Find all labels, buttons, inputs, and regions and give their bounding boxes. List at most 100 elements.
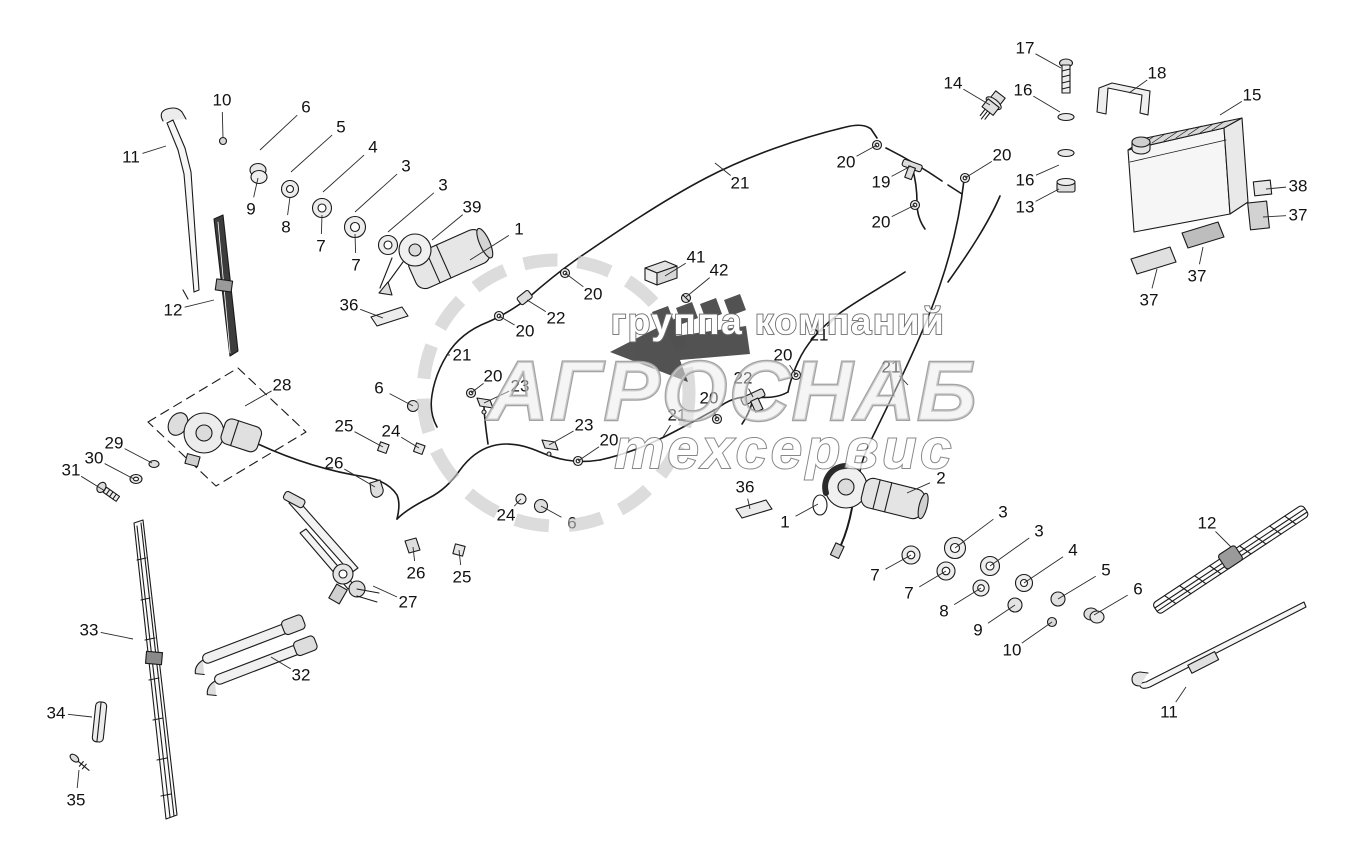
leader-line [1035, 164, 1060, 176]
leader-line [1093, 594, 1128, 616]
leader-line [483, 390, 510, 404]
callout-31: 31 [62, 461, 81, 480]
callout-14: 14 [944, 74, 963, 93]
washer-pump-icon [147, 367, 307, 487]
callout-20: 20 [837, 153, 856, 172]
callout-22: 22 [734, 369, 753, 388]
callout-37: 37 [1188, 267, 1207, 286]
leader-line [498, 315, 515, 326]
callout-26: 26 [325, 454, 344, 473]
leader-line [1023, 556, 1064, 584]
leader-line [290, 134, 333, 173]
callout-20: 20 [700, 389, 719, 408]
leader-line [1175, 686, 1187, 703]
callout-7: 7 [870, 566, 879, 585]
leader-line [906, 482, 931, 494]
leader-line [513, 498, 522, 507]
callout-21: 21 [810, 326, 829, 345]
callout-16: 16 [1016, 171, 1035, 190]
mounting-screws-icon [96, 459, 160, 502]
callout-5: 5 [336, 118, 345, 137]
leader-line [389, 393, 414, 407]
callout-12: 12 [1198, 514, 1217, 533]
leader-line [244, 390, 272, 407]
leader-line [898, 375, 909, 386]
leader-line [1035, 188, 1060, 202]
watermark: группа компаний АГРОСНАБ техсервис [416, 253, 978, 533]
callout-17: 17 [1016, 39, 1035, 58]
leader-line [564, 272, 584, 288]
callout-23: 23 [575, 416, 594, 435]
wiper-blade-left-icon [213, 214, 239, 357]
callout-20: 20 [584, 285, 603, 304]
leader-line [747, 498, 751, 510]
callout-22: 22 [547, 309, 566, 328]
callout-9: 9 [246, 200, 255, 219]
callout-37: 37 [1289, 206, 1308, 225]
leader-line [80, 475, 106, 492]
leader-line [1057, 575, 1096, 600]
callout-20: 20 [600, 431, 619, 450]
callout-20: 20 [774, 346, 793, 365]
leader-line [856, 144, 878, 157]
callout-15: 15 [1243, 86, 1262, 105]
callout-20: 20 [484, 367, 503, 386]
leader-line [67, 713, 93, 718]
leader-line [287, 196, 291, 216]
callout-9: 9 [973, 621, 982, 640]
watermark-line2: АГРОСНАБ [485, 344, 978, 438]
leader-line [458, 549, 462, 566]
watermark-logo-icon [610, 294, 750, 382]
callout-4: 4 [368, 138, 377, 157]
clip-icon [91, 701, 108, 743]
callout-36: 36 [736, 478, 755, 497]
callout-41: 41 [687, 248, 706, 267]
callout-21: 21 [731, 174, 750, 193]
leader-line [320, 214, 323, 235]
wiper-arm-right-icon [1131, 601, 1307, 689]
leader-line [526, 299, 547, 313]
level-sensor-icon [979, 90, 1006, 120]
leader-line [184, 299, 215, 308]
pivot-hardware-left-icon [218, 136, 399, 256]
leader-line [1198, 246, 1204, 265]
callout-7: 7 [904, 584, 913, 603]
leader-line [1033, 95, 1061, 113]
leader-line [1265, 186, 1287, 190]
callout-20: 20 [516, 322, 535, 341]
callout-8: 8 [281, 218, 290, 237]
leader-line [412, 546, 416, 562]
watermark-line3: техсервис [615, 417, 956, 480]
leader-line [714, 162, 731, 176]
leader-line [540, 505, 562, 518]
hose-tees-icon [516, 158, 923, 413]
leader-line [954, 518, 994, 549]
callout-11: 11 [1160, 703, 1178, 722]
callout-38: 38 [1289, 177, 1308, 196]
leader-line [919, 570, 947, 588]
leader-line [685, 277, 710, 298]
leader-line [354, 233, 357, 254]
callout-4: 4 [1068, 541, 1077, 560]
callout-1: 1 [514, 220, 523, 239]
leader-line [789, 364, 797, 376]
leader-line [1215, 531, 1232, 548]
leader-line [387, 192, 435, 233]
callout-6: 6 [301, 98, 310, 117]
leader-line [100, 631, 134, 640]
leader-line [1021, 621, 1053, 644]
leader-line [253, 177, 259, 198]
callout-21: 21 [882, 358, 901, 377]
leader-line [662, 424, 671, 438]
callout-20: 20 [872, 213, 891, 232]
wiper-blade-right-icon [1153, 505, 1309, 614]
leader-line [431, 214, 464, 241]
callout-16: 16 [1014, 81, 1033, 100]
leader-line [795, 503, 819, 517]
leader-line [826, 312, 841, 327]
callout-6: 6 [374, 379, 383, 398]
wiper-arm-left-icon [160, 107, 200, 300]
leader-line [354, 431, 384, 448]
